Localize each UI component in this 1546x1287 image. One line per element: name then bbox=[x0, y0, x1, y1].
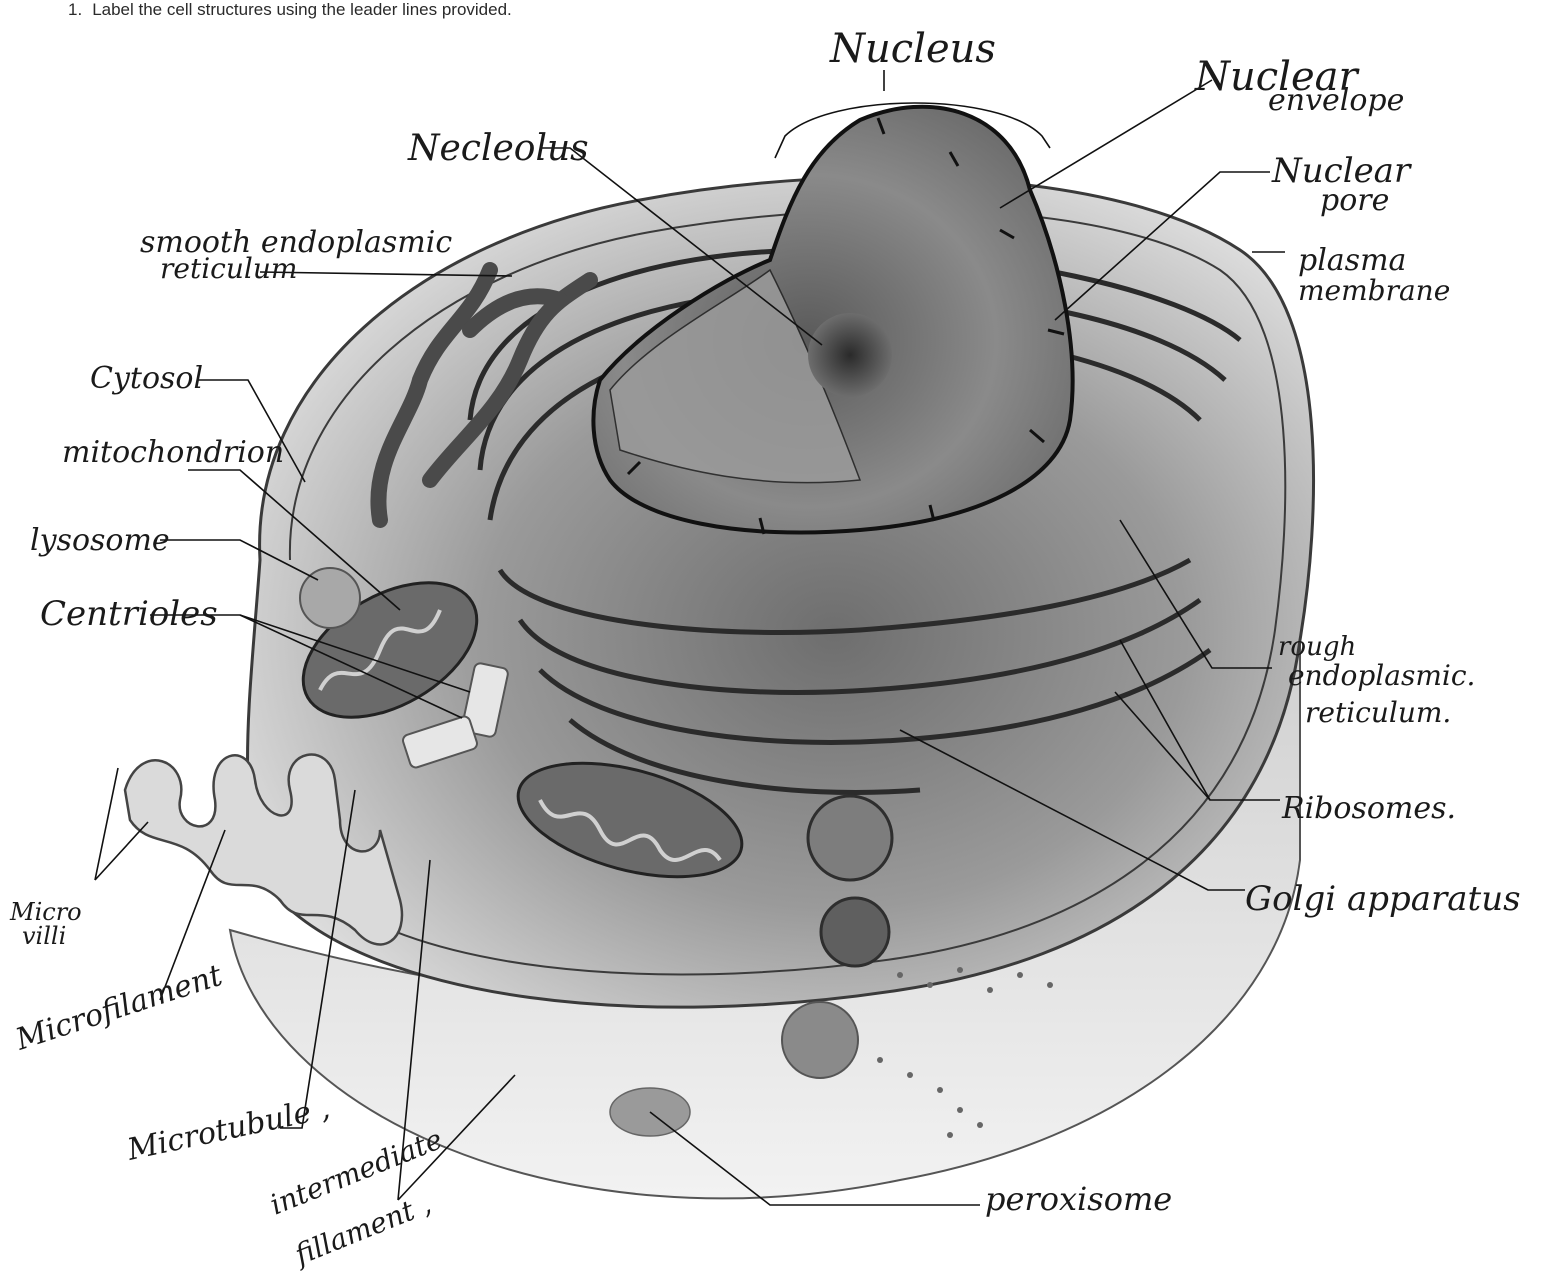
lysosome bbox=[300, 568, 360, 628]
leader-nuclear-envelope bbox=[1000, 80, 1212, 208]
label-microvilli-line2: villi bbox=[22, 922, 66, 950]
label-cytosol: Cytosol bbox=[90, 361, 203, 396]
peroxisome bbox=[782, 1002, 858, 1078]
leader-microvilli-2 bbox=[95, 822, 148, 880]
golgi-vesicle bbox=[808, 796, 892, 880]
label-golgi: Golgi apparatus bbox=[1245, 879, 1521, 919]
secretory-vesicle bbox=[821, 898, 889, 966]
label-plasma-membrane-line2: membrane bbox=[1298, 274, 1450, 307]
nucleolus bbox=[808, 313, 892, 397]
leader-microvilli-1 bbox=[95, 768, 118, 880]
label-smooth-er-line2: reticulum bbox=[160, 252, 297, 285]
label-lysosome: lysosome bbox=[30, 523, 170, 558]
cell-illustration bbox=[125, 107, 1314, 1199]
label-plasma-membrane-line1: plasma bbox=[1298, 243, 1406, 278]
label-nuclear-pore-line2: pore bbox=[1320, 183, 1389, 218]
label-nuclear-envelope-line2: envelope bbox=[1268, 83, 1404, 118]
label-centrioles: Centrioles bbox=[40, 594, 218, 634]
label-nucleus: Nucleus bbox=[829, 26, 996, 72]
label-rough-er-line1: rough bbox=[1278, 632, 1356, 662]
label-rough-er-line3: reticulum. bbox=[1305, 696, 1451, 729]
label-rough-er-line2: endoplasmic. bbox=[1288, 659, 1475, 692]
label-nucleolus: Necleolus bbox=[407, 128, 589, 169]
label-microtubule: Microtubule , bbox=[123, 1091, 333, 1168]
label-ribosomes: Ribosomes. bbox=[1281, 791, 1456, 826]
label-mitochondrion: mitochondrion bbox=[62, 435, 284, 470]
label-microfilament: Microfilament bbox=[11, 958, 228, 1058]
label-peroxisome: peroxisome bbox=[985, 1180, 1172, 1218]
